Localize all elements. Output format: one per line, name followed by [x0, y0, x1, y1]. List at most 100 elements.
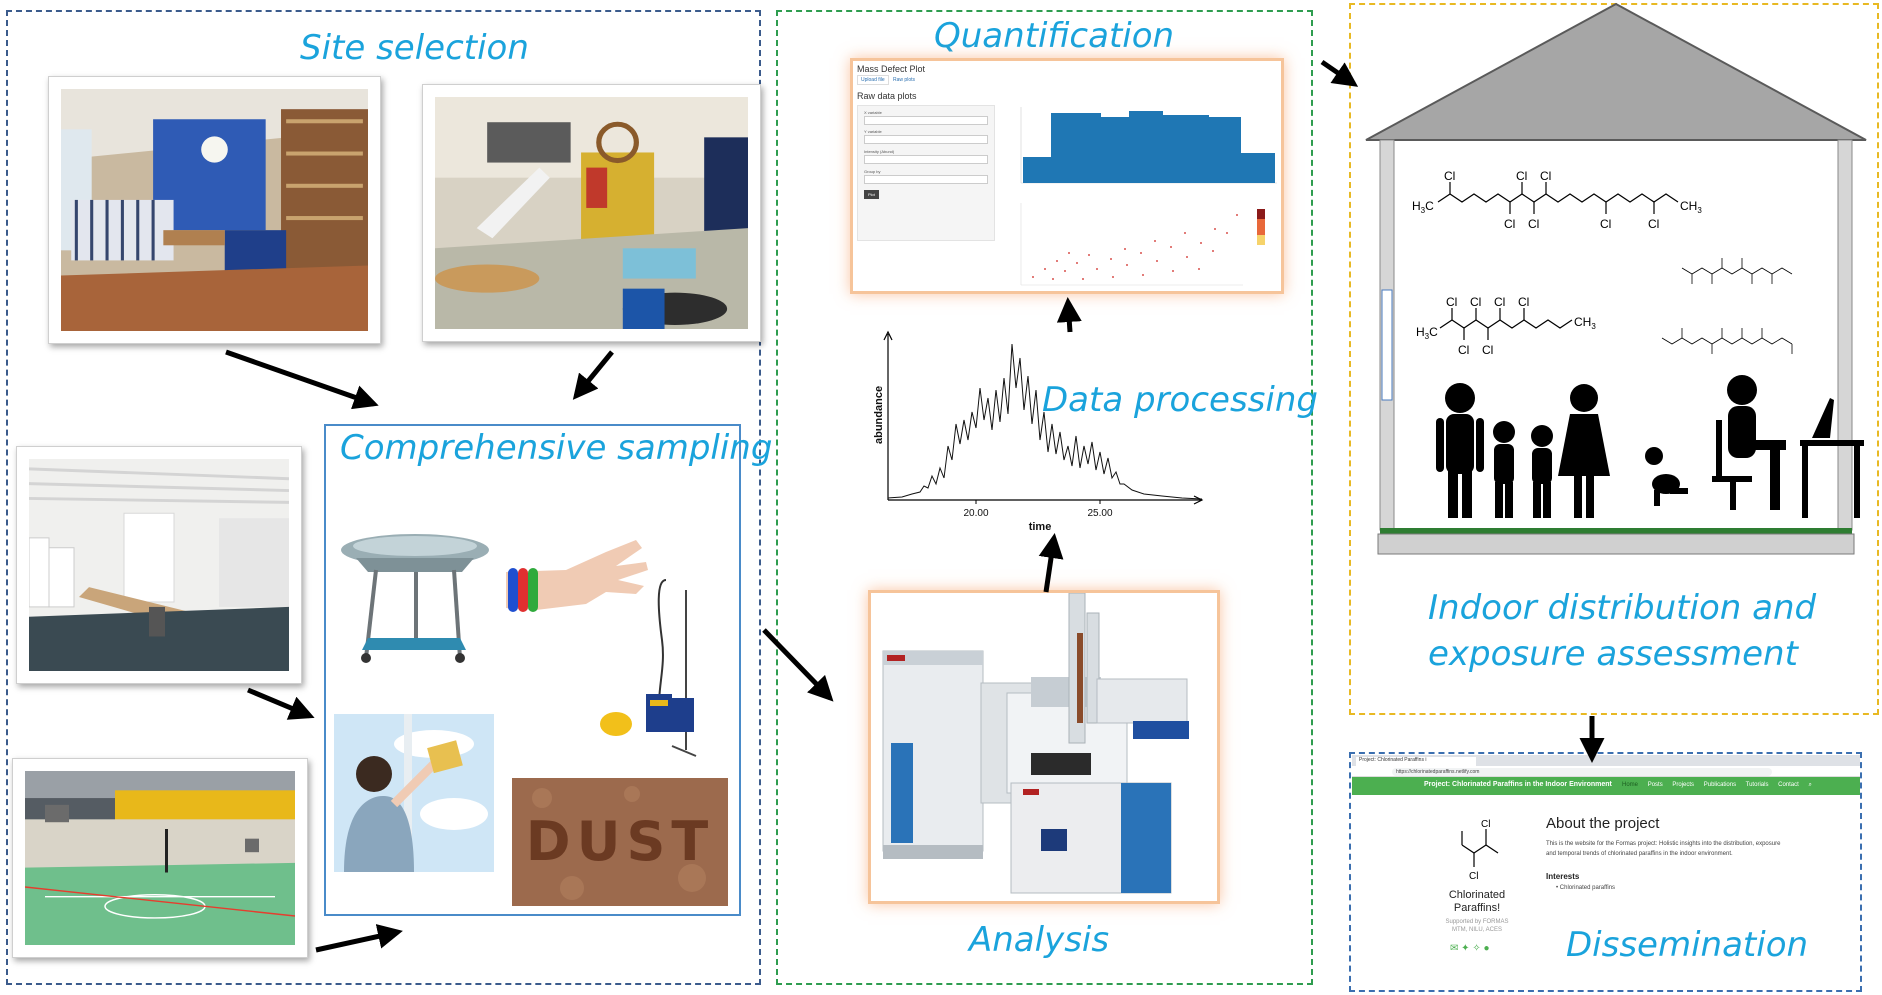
- site-nav-title[interactable]: Project: Chlorinated Paraffins in the In…: [1424, 781, 1612, 788]
- app-sidebar: X variable Y variable Intensity (Abund) …: [857, 105, 995, 241]
- plot-button[interactable]: Plot: [864, 190, 879, 199]
- wristband-hand-icon: [506, 540, 648, 612]
- analysis-heading: Analysis: [969, 920, 1110, 960]
- chlorinated-paraffin-molecule-1: [1437, 182, 1679, 214]
- gym-photo: [12, 758, 308, 958]
- google-scholar-icon[interactable]: ✧: [1472, 943, 1481, 954]
- chromatogram-tick-20: 20.00: [963, 508, 988, 519]
- surface-wipe-photo: [334, 714, 494, 872]
- app-title: Mass Defect Plot: [857, 64, 926, 74]
- chromatogram-xlabel: time: [1029, 521, 1052, 533]
- supported-line2: MTM, NILU, ACES: [1451, 927, 1502, 933]
- active-sampler-icon: [600, 579, 697, 757]
- avatar-name-line2: Paraffins!: [1453, 902, 1501, 914]
- chlorinated-paraffin-molecule-3: [1681, 258, 1793, 284]
- scatter-plot: [1020, 203, 1265, 286]
- instrument-frame: [868, 590, 1220, 904]
- about-title: About the project: [1546, 815, 1660, 832]
- avatar-name-line1: Chlorinated: [1448, 889, 1506, 901]
- cl-label: Cl: [1481, 819, 1490, 830]
- site-selection-heading: Site selection: [300, 28, 529, 68]
- twitter-icon[interactable]: ✦: [1461, 943, 1470, 954]
- control-label-group: Group by: [864, 169, 881, 174]
- address-bar[interactable]: https://chlorinatedparaffins.netlify.com: [1392, 768, 1772, 776]
- cl-label: Cl: [1540, 169, 1551, 183]
- raw-data-plots-title: Raw data plots: [857, 91, 917, 101]
- house-illustration: Cl Cl Cl Cl Cl Cl Cl H3C CH3 Cl Cl Cl Cl…: [1365, 2, 1867, 555]
- site-nav-links: Home Posts Projects Publications Tutoria…: [1622, 782, 1820, 789]
- tab-upload[interactable]: Upload file: [857, 75, 889, 85]
- office-photo: [16, 446, 302, 684]
- tab-raw-plots[interactable]: Raw plots: [893, 77, 915, 83]
- cl-label: Cl: [1482, 343, 1493, 357]
- air-sampler-icon: [341, 534, 489, 663]
- cl-label: Cl: [1600, 217, 1611, 231]
- nav-link-tutorials[interactable]: Tutorials: [1745, 782, 1769, 788]
- control-label-intensity: Intensity (Abund): [864, 149, 895, 154]
- dust-photo: DUST: [512, 778, 728, 906]
- h3c-label: H3C: [1416, 325, 1438, 341]
- interest-item-text: Chlorinated paraffins: [1559, 885, 1616, 891]
- comprehensive-sampling-heading: Comprehensive sampling: [340, 428, 773, 468]
- cl-label: Cl: [1470, 295, 1481, 309]
- ch3-label: CH3: [1574, 315, 1596, 331]
- nav-link-posts[interactable]: Posts: [1647, 782, 1663, 788]
- quantification-heading: Quantification: [934, 16, 1175, 56]
- control-label-x: X variable: [864, 110, 882, 115]
- supported-line1: Supported by FORMAS: [1445, 919, 1509, 925]
- app-tabs: Upload file Raw plots: [857, 75, 918, 85]
- histogram-plot: [1020, 107, 1277, 184]
- nav-link-home[interactable]: Home: [1622, 782, 1639, 788]
- cl-label: Cl: [1458, 343, 1469, 357]
- chromatogram-tick-25: 25.00: [1087, 508, 1112, 519]
- nav-link-publications[interactable]: Publications: [1703, 782, 1737, 788]
- cl-label: Cl: [1444, 169, 1455, 183]
- nav-link-contact[interactable]: Contact: [1778, 782, 1799, 788]
- cl-label: Cl: [1469, 871, 1478, 881]
- browser-toolbar: https://chlorinatedparaffins.netlify.com: [1352, 766, 1860, 777]
- playroom-photo: [422, 84, 761, 342]
- chromatogram-ylabel: abundance: [873, 386, 885, 444]
- interest-item: •: [1556, 885, 1560, 891]
- chromatogram-trace: [887, 343, 1203, 500]
- living-room-photo: [48, 76, 381, 344]
- browser-tab[interactable]: Project: Chlorinated Paraffins i: [1356, 757, 1476, 766]
- email-icon[interactable]: ✉: [1450, 943, 1459, 954]
- cl-label: Cl: [1648, 217, 1659, 231]
- interests-list: • Chlorinated paraffins: [1556, 885, 1615, 891]
- data-processing-heading: Data processing: [1042, 380, 1318, 420]
- house-roof: [1365, 2, 1867, 141]
- cl-label: Cl: [1528, 217, 1539, 231]
- browser-tabstrip: Project: Chlorinated Paraffins i: [1352, 755, 1860, 766]
- cl-label: Cl: [1518, 295, 1529, 309]
- website-screenshot: Project: Chlorinated Paraffins i https:/…: [1352, 755, 1860, 989]
- indoor-heading-line1: Indoor distribution and: [1428, 588, 1817, 628]
- dust-text: DUST: [526, 810, 714, 873]
- chromatogram: abundance 20.00 25.00 time: [873, 330, 1204, 533]
- chlorinated-paraffin-molecule-4: [1661, 328, 1793, 354]
- indoor-heading-line2: exposure assessment: [1428, 634, 1798, 674]
- control-select-intensity[interactable]: [864, 155, 988, 164]
- molecule-avatar: Cl Cl: [1461, 819, 1499, 881]
- chlorinated-paraffin-molecule-2: [1439, 308, 1573, 340]
- ch3-label: CH3: [1680, 199, 1702, 215]
- family-silhouettes: [1436, 375, 1864, 518]
- github-icon[interactable]: ●: [1483, 943, 1490, 954]
- cl-label: Cl: [1516, 169, 1527, 183]
- interests-title: Interests: [1546, 872, 1580, 881]
- processing-panel: [776, 10, 1313, 985]
- cl-label: Cl: [1446, 295, 1457, 309]
- cl-label: Cl: [1494, 295, 1505, 309]
- mass-defect-app-frame: Mass Defect Plot Upload file Raw plots R…: [850, 58, 1284, 294]
- control-select-x[interactable]: [864, 116, 988, 125]
- gc-ms-instrument: [882, 592, 1189, 894]
- control-select-group[interactable]: [864, 175, 988, 184]
- control-select-y[interactable]: [864, 135, 988, 144]
- cl-label: Cl: [1504, 217, 1515, 231]
- dissemination-panel: [1349, 752, 1862, 992]
- about-text: This is the website for the Formas proje…: [1546, 841, 1781, 857]
- dissemination-heading-overlay: Dissemination: [1566, 925, 1809, 965]
- search-icon[interactable]: ⌕: [1808, 782, 1812, 788]
- social-icons: ✉ ✦ ✧ ●: [1450, 943, 1490, 954]
- nav-link-projects[interactable]: Projects: [1672, 782, 1695, 788]
